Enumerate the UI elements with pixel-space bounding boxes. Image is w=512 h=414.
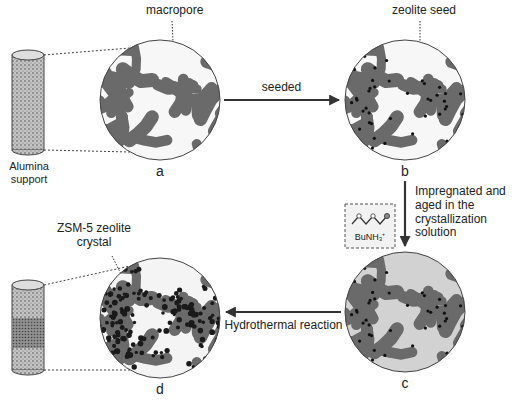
panel-letter: b xyxy=(343,163,467,179)
panel-letter: c xyxy=(343,375,467,391)
micro-view-circle: c xyxy=(343,250,467,391)
pore-structure xyxy=(343,250,467,374)
pore-structure xyxy=(98,38,222,162)
molecule-inset xyxy=(345,204,395,248)
step-label: Hydrothermal reaction xyxy=(222,319,344,333)
support-cylinder-coated xyxy=(12,280,44,375)
process-arrow xyxy=(224,99,339,101)
pore-structure xyxy=(98,256,222,380)
annotation-label: macropore xyxy=(146,4,206,18)
annotation-label: ZSM-5 zeolite crystal xyxy=(56,222,132,250)
process-arrow xyxy=(404,181,406,246)
panel-letter: d xyxy=(98,381,222,397)
step-label: seeded xyxy=(260,81,303,95)
micro-view-circle: d xyxy=(98,256,222,397)
annotation-label: BuNH₃⁺ xyxy=(345,232,395,242)
zoom-lines xyxy=(44,48,130,370)
pore-structure xyxy=(343,38,467,162)
panel-letter: a xyxy=(98,163,222,179)
annotation-label: Alumina support xyxy=(2,160,56,185)
micro-view-circle: b xyxy=(343,38,467,179)
micro-view-circle: a xyxy=(98,38,222,179)
process-arrow xyxy=(226,311,341,313)
step-label: Impregnated and aged in the crystallizat… xyxy=(413,185,509,240)
annotation-label: zeolite seed xyxy=(392,4,472,18)
support-cylinder xyxy=(12,50,44,155)
